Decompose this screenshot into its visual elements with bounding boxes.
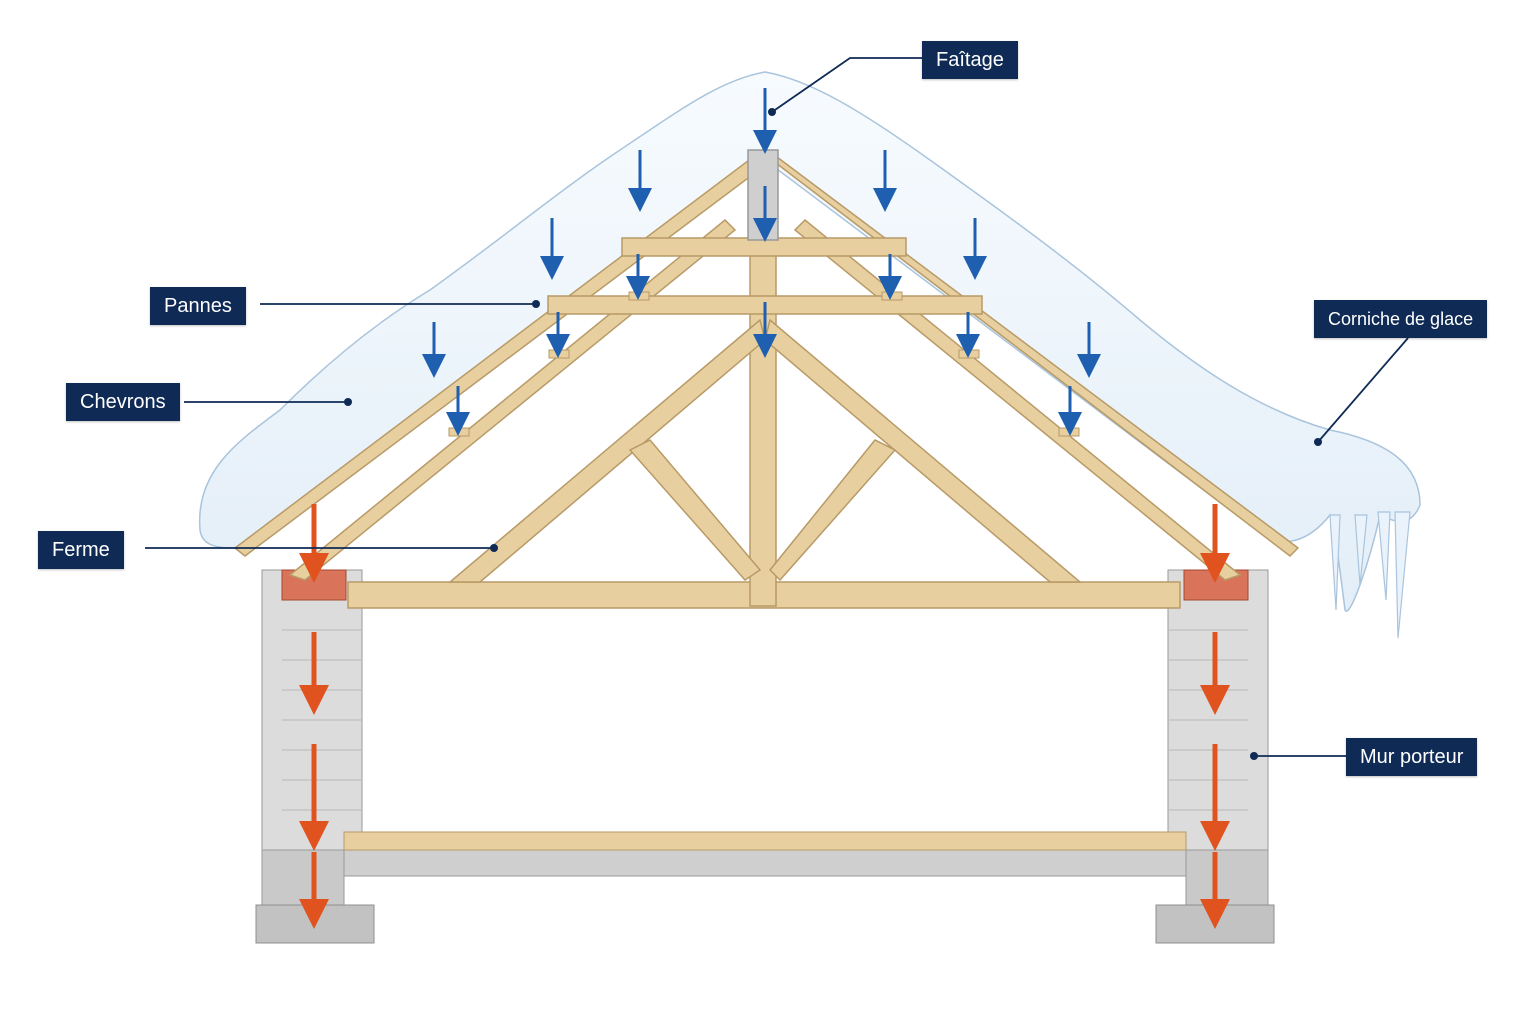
label-faitage: Faîtage (922, 41, 1018, 79)
snow-layer (198, 71, 1421, 612)
label-ferme: Ferme (38, 531, 124, 569)
floor-slab (343, 849, 1187, 877)
leader-lines (145, 57, 1409, 757)
label-corniche-de-glace: Corniche de glace (1314, 300, 1488, 338)
icicles (1329, 511, 1411, 639)
snow-load-arrows (422, 88, 1101, 436)
label-mur-porteur: Mur porteur (1346, 738, 1478, 776)
wall-load-arrows (299, 504, 1230, 929)
label-chevrons: Chevrons (66, 383, 180, 421)
floor-joist (343, 831, 1187, 851)
truss (347, 149, 1181, 609)
leader-dots (344, 108, 1322, 760)
label-pannes: Pannes (150, 287, 246, 325)
